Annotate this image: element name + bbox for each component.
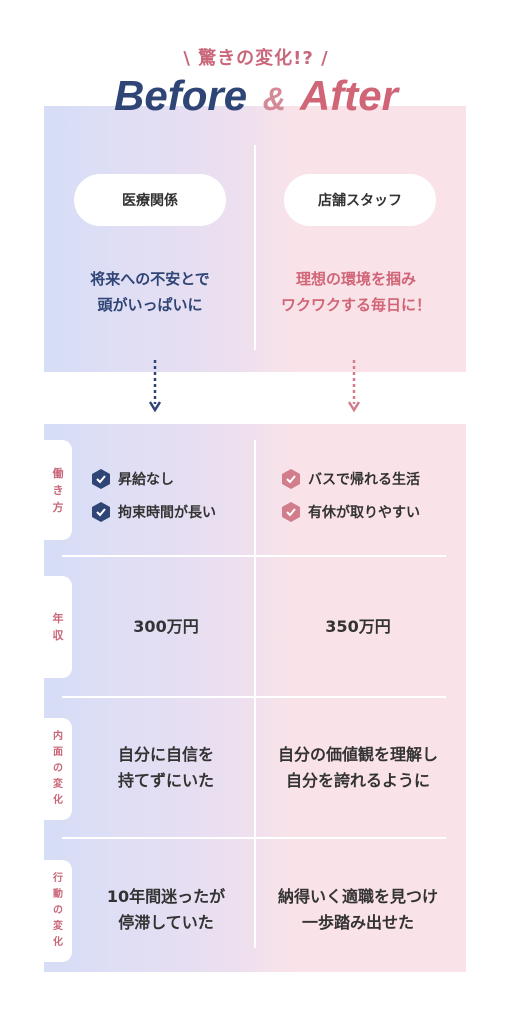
after-action-change: 納得いく適職を見つけ 一歩踏み出せた <box>258 884 458 936</box>
cell-line: 持てずにいた <box>117 771 214 790</box>
tag-char: き <box>52 483 64 497</box>
down-arrow-icon <box>347 360 361 413</box>
down-arrow-icon <box>148 360 162 413</box>
after-job-label: 店舗スタッフ <box>284 174 436 226</box>
tag-char: の <box>53 905 63 916</box>
tag-char: 変 <box>53 779 63 790</box>
tag-char: の <box>53 763 63 774</box>
before-action-change: 10年間迷ったが 停滞していた <box>76 884 256 936</box>
table-row-divider <box>62 696 446 698</box>
tag-char: 化 <box>53 937 63 948</box>
title-ampersand: & <box>262 81 286 117</box>
before-desc-line: 将来への不安とで <box>90 270 210 288</box>
after-inner-change: 自分の価値観を理解し 自分を誇れるように <box>258 742 458 794</box>
section-subtitle: \ 驚きの変化!? / <box>183 48 329 69</box>
before-work-item: 昇給なし <box>118 472 174 488</box>
cell-line: 停滞していた <box>118 913 214 932</box>
title-before: Before <box>114 72 248 119</box>
cell-line: 自分を誇れるように <box>285 771 430 790</box>
table-row-divider <box>62 555 446 557</box>
before-income: 300万円 <box>133 617 199 636</box>
tag-char: 動 <box>53 889 63 900</box>
list-item: 拘束時間が長い <box>92 502 216 522</box>
hexagon-check-icon <box>282 502 300 522</box>
after-desc-line: ワクワクする毎日に！ <box>280 296 431 314</box>
after-desc-line: 理想の環境を掴み <box>295 270 416 288</box>
cell-line: 自分に自信を <box>117 745 214 764</box>
cell-line: 納得いく適職を見つけ <box>277 887 438 906</box>
before-description: 将来への不安とで 頭がいっぱいに <box>50 266 250 318</box>
table-row-divider <box>62 837 446 839</box>
before-inner-change: 自分に自信を 持てずにいた <box>76 742 256 794</box>
after-work-item: 有休が取りやすい <box>308 505 420 521</box>
tag-char: 行 <box>53 873 63 884</box>
hexagon-check-icon <box>92 502 110 522</box>
cell-line: 一歩踏み出せた <box>301 913 414 932</box>
page-title: Before & After <box>0 72 512 120</box>
tag-char: 働 <box>52 466 64 480</box>
tag-char: 面 <box>53 747 63 758</box>
cell-line: 自分の価値観を理解し <box>277 745 438 764</box>
before-job-label: 医療関係 <box>74 174 226 226</box>
tag-char: 収 <box>52 629 64 642</box>
list-item: 昇給なし <box>92 469 174 489</box>
title-after: After <box>299 72 398 119</box>
after-work-item: バスで帰れる生活 <box>308 472 420 488</box>
before-work-item: 拘束時間が長い <box>118 505 216 521</box>
before-desc-line: 頭がいっぱいに <box>97 296 203 314</box>
after-income: 350万円 <box>325 617 391 636</box>
hexagon-check-icon <box>282 469 300 489</box>
row-tag-inner-change: 内 面 の 変 化 <box>44 718 72 820</box>
row-tag-work-style: 働 き 方 <box>44 440 72 540</box>
list-item: 有休が取りやすい <box>282 502 420 522</box>
top-divider <box>254 145 256 350</box>
list-item: バスで帰れる生活 <box>282 469 420 489</box>
tag-char: 年 <box>52 612 64 625</box>
row-tag-action-change: 行 動 の 変 化 <box>44 860 72 962</box>
cell-line: 10年間迷ったが <box>106 887 226 906</box>
hexagon-check-icon <box>92 469 110 489</box>
after-description: 理想の環境を掴み ワクワクする毎日に！ <box>256 266 456 318</box>
tag-char: 方 <box>52 500 64 514</box>
table-column-divider <box>254 440 256 948</box>
row-tag-income: 年 収 <box>44 576 72 678</box>
tag-char: 内 <box>53 731 63 742</box>
tag-char: 変 <box>53 921 63 932</box>
tag-char: 化 <box>53 795 63 806</box>
